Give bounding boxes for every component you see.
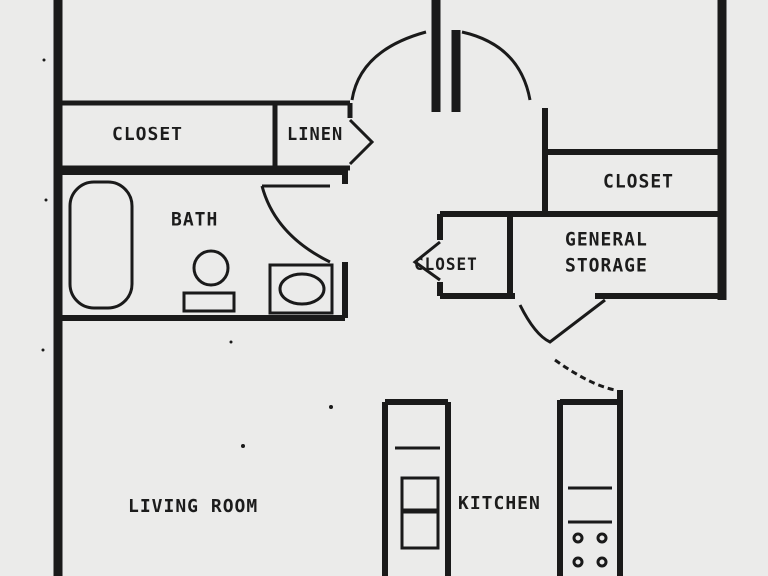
closet-middle-walls (437, 214, 515, 299)
storage-door-swing (554, 358, 616, 392)
linen-label: LINEN (287, 124, 344, 146)
sink-icon (268, 263, 334, 315)
bath-door (260, 185, 331, 264)
closet-middle-label: CLOSET (414, 254, 478, 275)
closet-left-walls (62, 100, 353, 171)
kitchen-label: KITCHEN (458, 492, 541, 515)
kitchen-counter-left (382, 399, 451, 576)
kitchen-sink-icon (400, 476, 440, 512)
storage-label-line2: STORAGE (565, 254, 648, 277)
stove-burners-icon (572, 532, 608, 568)
closet-left-label: CLOSET (112, 123, 184, 146)
storage-door (518, 298, 606, 344)
kitchen-counter-right (557, 390, 623, 576)
linen-door (348, 118, 375, 166)
storage-walls (507, 214, 722, 299)
scan-speckles (41, 58, 333, 448)
entry-door-right (461, 30, 532, 101)
entry-door-left (350, 30, 427, 101)
storage-label-line1: GENERAL (565, 228, 648, 251)
bath-walls (62, 168, 348, 321)
dishwasher-icon (400, 510, 440, 550)
toilet-tank-icon (182, 291, 236, 313)
closet-right-label: CLOSET (603, 170, 675, 193)
bath-label: BATH (171, 208, 219, 231)
sink-basin-icon (278, 272, 326, 306)
living-room-label: LIVING ROOM (128, 495, 259, 518)
closet-middle-door (412, 240, 441, 282)
toilet-icon (192, 249, 230, 287)
closet-right-walls (440, 108, 722, 217)
entry-walls (431, 0, 461, 112)
bathtub-icon (68, 180, 134, 310)
